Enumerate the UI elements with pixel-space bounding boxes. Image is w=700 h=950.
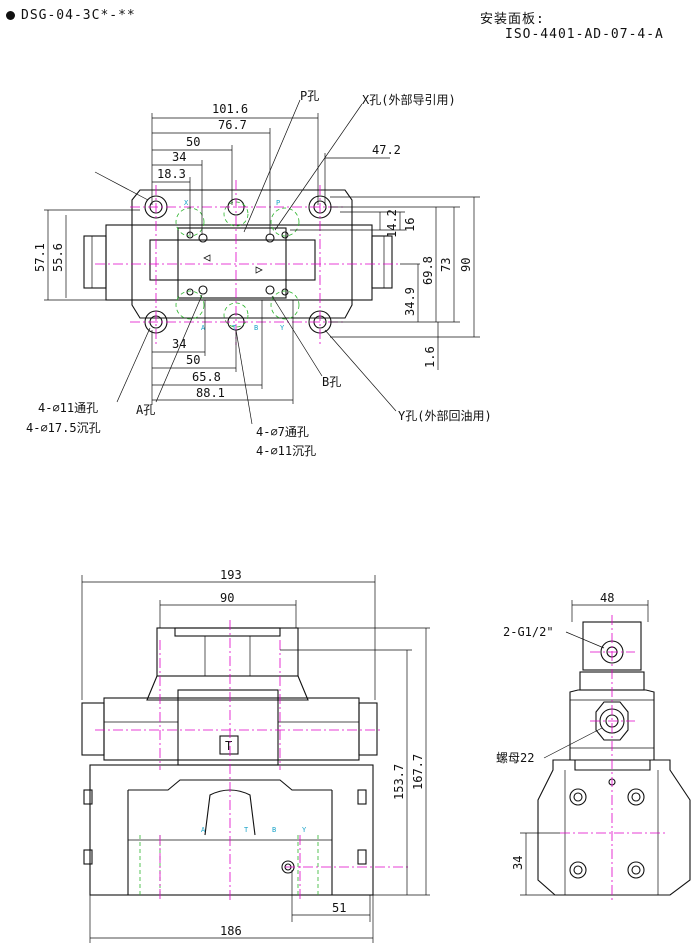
mounting-surface-code: ISO-4401-AD-07-4-A — [505, 27, 664, 42]
callout-g-thread: 2-G1/2" — [503, 625, 554, 639]
dim-186: 186 — [220, 924, 242, 938]
dim-88-1: 88.1 — [196, 386, 225, 400]
front-port-b: B — [272, 826, 276, 834]
callout-y-port: Y孔(外部回油用) — [398, 408, 492, 423]
port-mark-t: T — [232, 324, 237, 332]
dim-55-6: 55.6 — [51, 243, 65, 272]
dim-47-2: 47.2 — [372, 143, 401, 157]
dim-101-6: 101.6 — [212, 102, 248, 116]
callout-x-port: X孔(外部导引用) — [362, 92, 456, 107]
dim-153-7: 153.7 — [392, 764, 406, 800]
dim-16: 16 — [403, 218, 417, 232]
front-port-a: A — [201, 826, 206, 834]
dim-76-7: 76.7 — [218, 118, 247, 132]
dim-48: 48 — [600, 591, 614, 605]
port-mark-a: A — [201, 324, 206, 332]
top-view: X P A T B Y 101.6 76.7 50 34 18.3 47.2 — [26, 89, 492, 458]
port-mark-x: X — [184, 199, 189, 207]
t-marker: T — [225, 739, 232, 753]
dim-193: 193 — [220, 568, 242, 582]
dim-1-6: 1.6 — [423, 346, 437, 368]
dim-14-2: 14.2 — [385, 209, 399, 238]
mounting-surface-label: 安装面板: — [480, 12, 545, 27]
front-port-t: T — [244, 826, 249, 834]
bullet-icon — [6, 11, 15, 20]
front-view: T A T B Y — [81, 568, 430, 943]
callout-b-port: B孔 — [322, 375, 341, 389]
dim-50-bottom: 50 — [186, 353, 200, 367]
dim-90-top: 90 — [459, 258, 473, 272]
callout-counterbore-11: 4-⌀11沉孔 — [256, 444, 316, 458]
dim-34-top: 34 — [172, 150, 186, 164]
port-mark-p: P — [276, 199, 280, 207]
dim-34-bottom: 34 — [172, 337, 186, 351]
port-mark-b: B — [254, 324, 258, 332]
dim-65-8: 65.8 — [192, 370, 221, 384]
side-view: 48 34 2-G1/2" 螺母22 — [496, 591, 691, 900]
front-port-y: Y — [302, 826, 307, 834]
dim-34-9: 34.9 — [403, 287, 417, 316]
model-number: DSG-04-3C*-** — [6, 8, 136, 23]
dim-69-8: 69.8 — [421, 256, 435, 285]
callout-a-port: A孔 — [136, 403, 155, 417]
callout-counterbore-17-5: 4-⌀17.5沉孔 — [26, 421, 101, 435]
callout-thru-11: 4-⌀11通孔 — [38, 401, 98, 415]
dim-51: 51 — [332, 901, 346, 915]
dim-50-top: 50 — [186, 135, 200, 149]
callout-nut: 螺母22 — [496, 751, 534, 765]
callout-thru-7: 4-⌀7通孔 — [256, 425, 309, 439]
dim-73: 73 — [439, 258, 453, 272]
dim-34-side: 34 — [511, 856, 525, 870]
dim-57-1: 57.1 — [33, 243, 47, 272]
dim-90-front: 90 — [220, 591, 234, 605]
callout-p-port: P孔 — [300, 89, 319, 103]
port-mark-y: Y — [280, 324, 285, 332]
dim-167-7: 167.7 — [411, 754, 425, 790]
dim-18-3: 18.3 — [157, 167, 186, 181]
